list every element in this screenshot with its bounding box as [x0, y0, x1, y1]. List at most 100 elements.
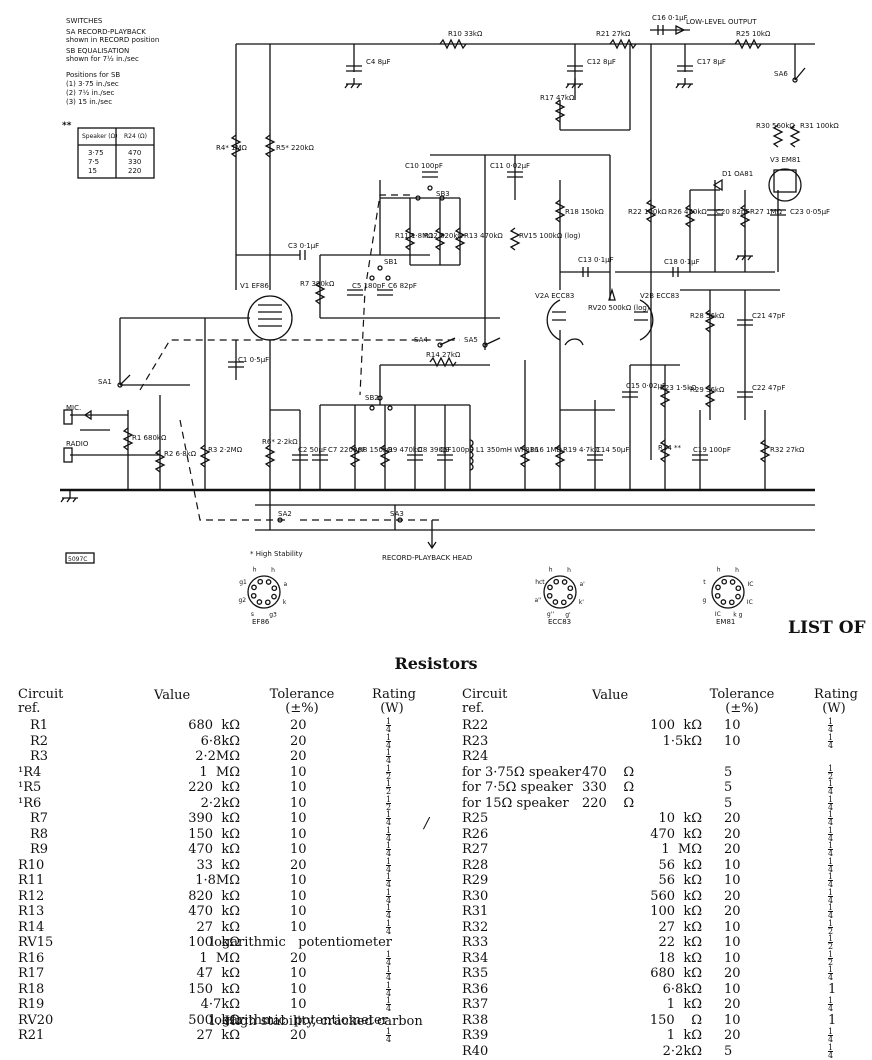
note-line: shown for 7½ in./sec: [66, 55, 139, 63]
cell-value: 2·2kΩ: [200, 795, 240, 811]
table-header-row: Circuit ref. Value Tolerance (±%) Rating…: [14, 688, 424, 718]
cell-value: 18 kΩ: [658, 950, 702, 966]
label-c16: C16 0·1µF: [652, 14, 688, 22]
cell-tolerance: 10: [290, 826, 307, 842]
margin-mark: /: [424, 814, 430, 832]
header-ref: Circuit ref.: [462, 687, 508, 716]
base-pin: [714, 592, 721, 599]
base-pin: [728, 599, 735, 606]
label-record-playback-head: RECORD-PLAYBACK HEAD: [382, 554, 472, 562]
label-c5: C5 180pF: [352, 282, 385, 290]
base-name: EM81: [716, 618, 735, 626]
label-low-level-output: LOW-LEVEL OUTPUT: [686, 18, 757, 26]
base-pin-label: g3: [269, 612, 277, 619]
base-pin-label: a': [580, 581, 586, 588]
base-pin-label: a: [284, 581, 288, 588]
cell-ref: R28: [462, 857, 489, 873]
head-arrow: [427, 520, 437, 550]
inductor-l1: [469, 439, 474, 471]
cell-tolerance: 10: [290, 842, 307, 857]
label-r3: R3 2·2MΩ: [208, 446, 243, 454]
speaker-table: ** Speaker (Ω) R24 (Ω) 3·75 470 7·5 330 …: [62, 121, 155, 179]
cell-ref: R25: [462, 811, 489, 826]
cell-ref: R39: [462, 1028, 489, 1043]
base-outline: [543, 575, 577, 609]
base-pin: [567, 593, 573, 600]
cell-ref: R33: [462, 935, 489, 950]
label-l1: L1 350mH WF816: [476, 446, 539, 454]
speaker-table-header: Speaker (Ω): [82, 133, 118, 140]
speaker-table-mark: **: [62, 121, 72, 131]
label-sa1: SA1: [98, 378, 112, 386]
input-jacks: [63, 409, 92, 463]
cell-tolerance: 20: [724, 888, 741, 904]
cell-value: 150 Ω: [649, 1012, 702, 1028]
base-pin-label: g: [703, 597, 707, 604]
cell-tolerance: 10: [290, 904, 307, 919]
note-line: (3) 15 in./sec: [66, 98, 112, 106]
cell-tolerance: 10: [724, 873, 741, 888]
header-tolerance: Tolerance (±%): [269, 687, 335, 716]
base-pin-label: h: [735, 567, 739, 574]
base-pin-label: IC: [747, 599, 753, 606]
base-pin: [250, 592, 257, 599]
label-d1: D1 OA81: [722, 170, 753, 178]
base-pin: [567, 585, 574, 592]
label-r12: R12 820kΩ: [424, 232, 463, 240]
cell-value: 27 kΩ: [196, 919, 240, 935]
output-arrow: [675, 24, 686, 36]
switch-contacts: [117, 67, 806, 523]
cell-value: 22 kΩ: [658, 935, 702, 950]
label-c22: C22 47pF: [752, 384, 785, 392]
cell-tolerance: 20: [290, 733, 307, 749]
label-sa5: SA5: [464, 336, 478, 344]
label-c12: C12 8µF: [587, 58, 616, 66]
label-c4: C4 8µF: [366, 58, 391, 66]
header-tolerance: Tolerance (±%): [709, 687, 775, 716]
cell-value: 27 kΩ: [658, 919, 702, 935]
base-pin-label: k: [283, 599, 287, 606]
label-r5: R5* 220kΩ: [276, 144, 314, 152]
label-r30: R30 560kΩ: [756, 122, 795, 130]
label-r21: R21 27kΩ: [596, 30, 631, 38]
cell-tolerance: 10: [290, 780, 307, 795]
base-name: EF86: [252, 618, 270, 626]
resistors-table-right: Circuit ref. Value Tolerance (±%) Rating…: [462, 687, 867, 1060]
label-v3: V3 EM81: [770, 156, 801, 164]
cell-value: 10 kΩ: [658, 811, 702, 826]
cell-ref: R26: [462, 826, 489, 842]
cell-ref: R40: [462, 1043, 489, 1059]
base-pin-label: IC: [748, 581, 754, 588]
label-r29: R29 56kΩ: [690, 386, 725, 394]
base-pin: [715, 584, 721, 591]
cell-ref: R21: [18, 1028, 45, 1043]
cell-ref: R1: [30, 718, 49, 733]
label-sa3: SA3: [390, 510, 404, 518]
label-v2b: V2B ECC83: [640, 292, 679, 300]
note-line: SA RECORD-PLAYBACK: [66, 28, 146, 36]
